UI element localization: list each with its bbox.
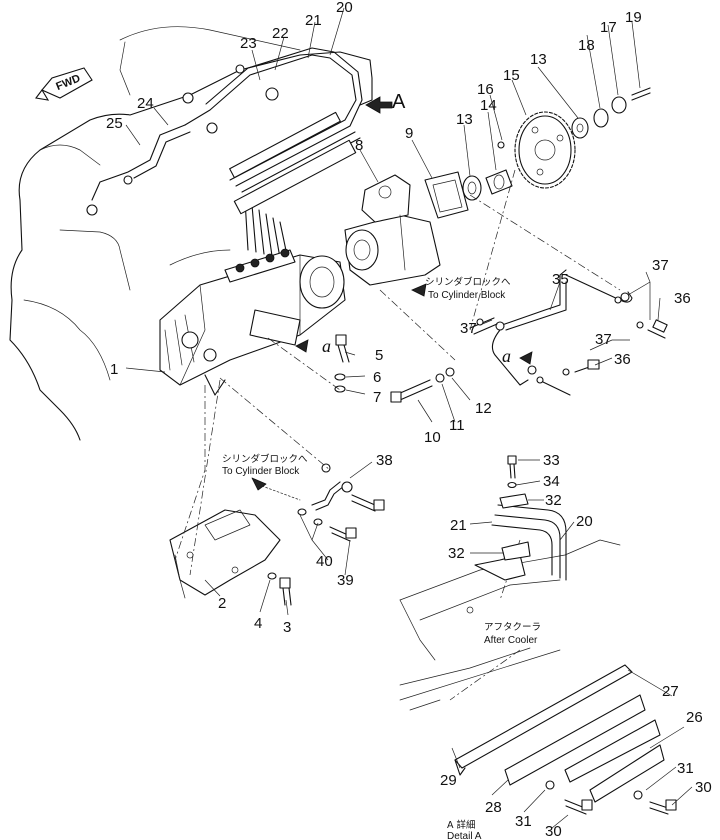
part-number-18: 18 — [578, 37, 595, 54]
gear-train — [462, 87, 651, 201]
bolt-set-10-11-12 — [390, 367, 455, 403]
part-number-7: 7 — [373, 389, 381, 406]
part-number-36b: 36 — [614, 351, 631, 368]
view-arrow-a: A — [365, 91, 406, 114]
part-number-25: 25 — [106, 115, 123, 132]
bolt-set-5-6-7 — [334, 334, 350, 393]
part-number-31a: 31 — [677, 760, 694, 777]
part-number-5: 5 — [375, 347, 383, 364]
pipe-38-assembly — [251, 463, 385, 542]
part-number-3: 3 — [283, 619, 291, 636]
part-number-40: 40 — [316, 553, 333, 570]
part-number-11: 11 — [449, 417, 465, 434]
callout-leaders — [125, 7, 693, 829]
part-number-17: 17 — [600, 19, 617, 36]
part-number-9: 9 — [405, 125, 413, 142]
svg-text:シリンダブロックへ: シリンダブロックへ — [425, 276, 511, 288]
part-number-16: 16 — [477, 81, 494, 98]
part-number-26: 26 — [686, 709, 703, 726]
part-number-23: 23 — [240, 35, 257, 52]
part-number-24: 24 — [137, 95, 154, 112]
part-number-37c: 37 — [460, 320, 477, 337]
svg-text:To Cylinder Block: To Cylinder Block — [222, 466, 300, 477]
part-number-30b: 30 — [545, 823, 562, 840]
part-number-36a: 36 — [674, 290, 691, 307]
part-number-6: 6 — [373, 369, 381, 386]
part-number-1: 1 — [110, 361, 118, 378]
svg-text:To Cylinder Block: To Cylinder Block — [428, 290, 506, 301]
marker-a-pipe: a — [502, 346, 511, 366]
part-number-31b: 31 — [515, 813, 532, 830]
marker-a-pump: a — [322, 336, 331, 356]
part-number-33: 33 — [543, 452, 560, 469]
part-number-12: 12 — [475, 400, 492, 417]
part-number-20b: 20 — [576, 513, 593, 530]
note-after-cooler: アフタクーラ After Cooler — [484, 622, 541, 646]
part-number-28: 28 — [485, 799, 502, 816]
svg-text:アフタクーラ: アフタクーラ — [484, 622, 541, 633]
part-number-19: 19 — [625, 9, 642, 26]
gasket — [424, 171, 469, 219]
part-number-8: 8 — [355, 137, 363, 154]
part-number-27: 27 — [662, 683, 679, 700]
view-letter: A — [392, 91, 406, 113]
part-number-39: 39 — [337, 572, 354, 589]
svg-text:A 詳細: A 詳細 — [447, 819, 476, 831]
part-number-labels: 1 2 3 4 5 6 7 8 9 10 11 12 13 13 14 15 1… — [106, 0, 712, 840]
part-number-22: 22 — [272, 25, 289, 42]
lubrication-pipes — [469, 269, 668, 396]
part-number-2: 2 — [218, 595, 226, 612]
part-number-4: 4 — [254, 615, 262, 632]
air-compressor — [344, 174, 441, 286]
fwd-arrow-icon: FWD — [35, 67, 93, 101]
part-number-37a: 37 — [652, 257, 669, 274]
part-number-14: 14 — [480, 97, 497, 114]
part-number-15: 15 — [503, 67, 520, 84]
part-number-21b: 21 — [450, 517, 467, 534]
part-number-32a: 32 — [545, 492, 562, 509]
assembly-leaders — [174, 169, 621, 701]
injection-pump — [159, 248, 346, 396]
part-number-34: 34 — [543, 473, 560, 490]
engine-block-outline — [9, 26, 373, 441]
note-detail-a: A 詳細 Detail A — [447, 819, 482, 840]
note-to-cylinder-block-1: シリンダブロックへ To Cylinder Block — [411, 276, 511, 301]
after-cooler-detail — [399, 455, 677, 815]
part-number-13b: 13 — [530, 51, 547, 68]
part-number-32b: 32 — [448, 545, 465, 562]
part-number-37b: 37 — [595, 331, 612, 348]
part-number-10: 10 — [424, 429, 441, 446]
pump-bracket — [169, 509, 292, 606]
part-number-13a: 13 — [456, 111, 473, 128]
svg-text:Detail A: Detail A — [447, 831, 482, 840]
part-number-29: 29 — [440, 772, 457, 789]
part-number-38: 38 — [376, 452, 393, 469]
svg-text:After Cooler: After Cooler — [484, 635, 538, 646]
part-number-20a: 20 — [336, 0, 353, 16]
svg-text:シリンダブロックへ: シリンダブロックへ — [222, 453, 308, 465]
part-number-30a: 30 — [695, 779, 712, 796]
part-number-35: 35 — [552, 271, 569, 288]
injection-lines — [86, 47, 363, 261]
note-to-cylinder-block-2: シリンダブロックへ To Cylinder Block — [222, 453, 308, 477]
part-number-21a: 21 — [305, 12, 322, 29]
